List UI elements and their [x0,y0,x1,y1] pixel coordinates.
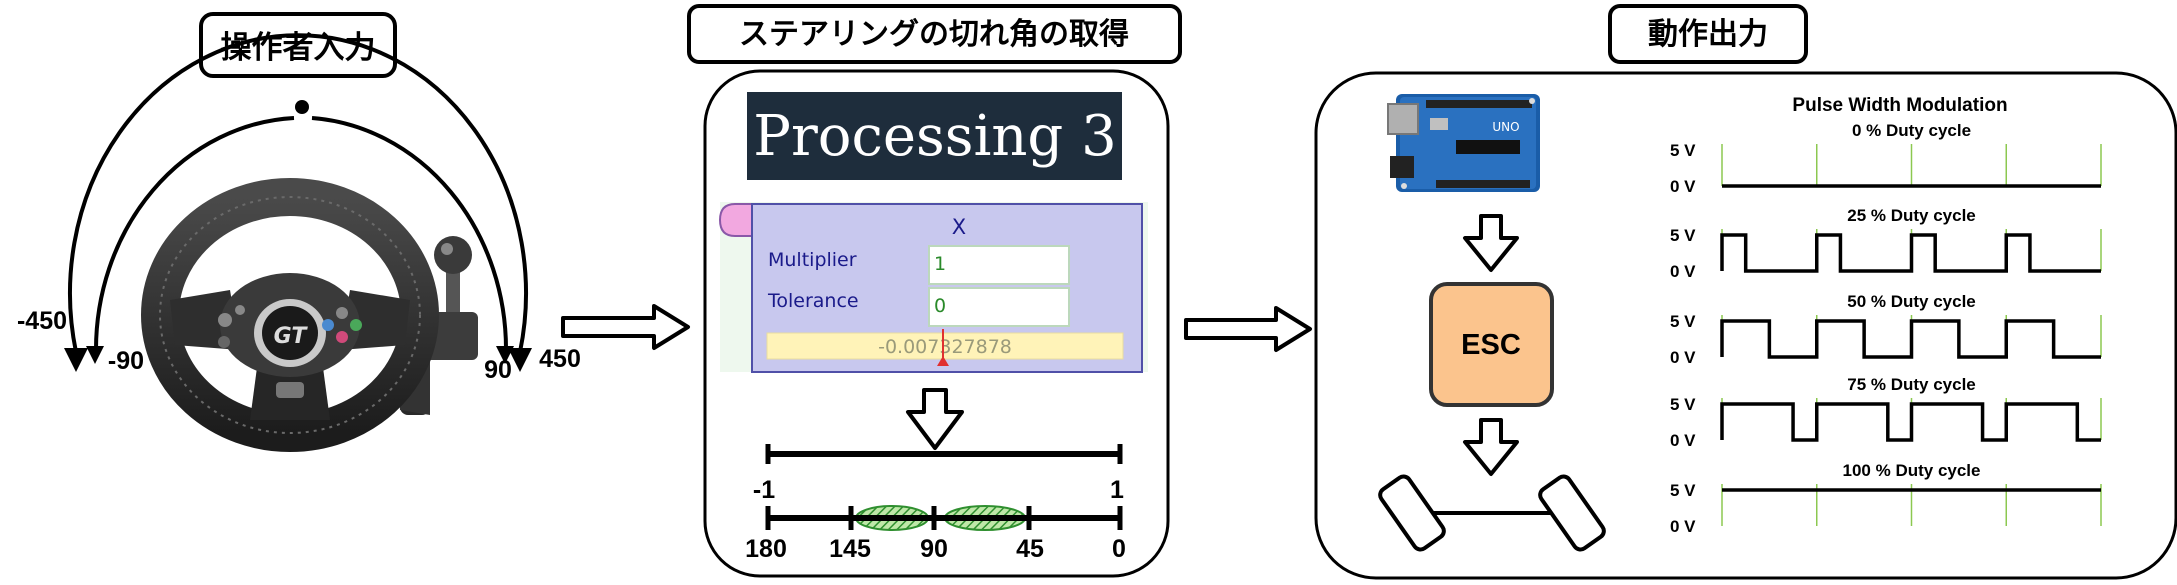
angle-label-90: 90 [920,535,948,563]
steering-wheel-image: GT [141,178,478,452]
inner-right-arc [311,116,509,353]
acquire-section: ステアリングの切れ角の取得 Processing 3 X Multiplier … [687,4,1182,578]
pwm-row-title: 100 % Duty cycle [1843,461,1981,480]
pwm-low-label: 0 V [1670,262,1696,281]
angle-label-45: 45 [1016,535,1044,563]
arduino-board-image: UNO [1387,94,1540,192]
readout-value: -0.007327878 [878,336,1012,358]
outer-right-arrowhead [508,348,532,372]
down-arrow-arduino [1463,214,1519,272]
output-panel [1314,71,2177,580]
acquire-title-box [687,4,1182,64]
readout-bar [766,332,1124,360]
pwm-waveform [1720,319,2101,359]
pwm-row-title: 75 % Duty cycle [1847,375,1976,394]
pwm-low-label: 0 V [1670,431,1696,450]
outer-left-arrowhead [64,348,88,372]
tolerance-field[interactable] [928,287,1070,327]
pwm-low-label: 0 V [1670,517,1696,536]
arc-center-dot [295,100,309,114]
flow-arrow-2 [1184,306,1312,352]
steering-axle-icon [1378,474,1606,552]
angle-label-180: 180 [745,535,787,563]
pwm-title: Pulse Width Modulation [1792,95,2007,116]
tolerance-label: Tolerance [767,290,859,312]
pwm-high-label: 5 V [1670,141,1696,160]
outer-rotation-arc [68,33,528,353]
down-arrow-esc [1463,418,1519,476]
processing-logo-box [747,92,1122,180]
pwm-high-label: 5 V [1670,481,1696,500]
pwm-high-label: 5 V [1670,395,1696,414]
gui-panel-header: X [952,215,966,239]
pwm-low-label: 0 V [1670,177,1696,196]
pwm-waveform [1720,402,2101,442]
gui-tab-handle[interactable] [718,203,753,237]
tolerance-value: 0 [934,295,946,317]
output-title: 動作出力 [1648,17,1768,52]
multiplier-field[interactable] [928,245,1070,285]
multiplier-value: 1 [934,253,946,275]
processing-logo-text: Processing 3 [753,104,1116,169]
pwm-high-label: 5 V [1670,226,1696,245]
inner-left-angle-label: -90 [108,347,144,375]
esc-box [1429,282,1554,407]
arduino-board-label: UNO [1492,120,1519,134]
angle-label-145: 145 [829,535,871,563]
flow-arrow-1 [561,304,690,350]
output-title-box [1608,4,1808,64]
inner-left-arrowhead [86,346,104,364]
pwm-row-title: 25 % Duty cycle [1847,206,1976,225]
output-section: 動作出力 UNO ESC Pulse [1314,4,2177,580]
inner-right-arrowhead [496,346,514,364]
pwm-waveform [1720,233,2101,273]
pwm-low-label: 0 V [1670,348,1696,367]
multiplier-label: Multiplier [768,249,857,271]
input-section: 操作者入力 [17,12,581,452]
svg-text:GT: GT [274,324,309,349]
down-arrow-processing [906,388,964,450]
normalized-max-label: 1 [1110,476,1124,504]
pwm-row-title: 50 % Duty cycle [1847,292,1976,311]
inner-left-arc [93,116,295,353]
outer-left-angle-label: -450 [17,307,67,335]
outer-right-angle-label: 450 [539,345,581,373]
readout-cursor-marker [937,356,949,366]
angle-label-0: 0 [1112,535,1126,563]
inner-right-angle-label: 90 [484,356,512,384]
pwm-row-title: 0 % Duty cycle [1852,121,1971,140]
esc-label: ESC [1461,329,1521,361]
pwm-high-label: 5 V [1670,312,1696,331]
input-title-box [199,12,397,78]
acquire-title: ステアリングの切れ角の取得 [739,17,1129,52]
pwm-chart: 0 % Duty cycle 5 V 0 V 25 % Duty cycle 5 V 0 … [1670,121,2102,536]
normalized-min-label: -1 [753,476,775,504]
